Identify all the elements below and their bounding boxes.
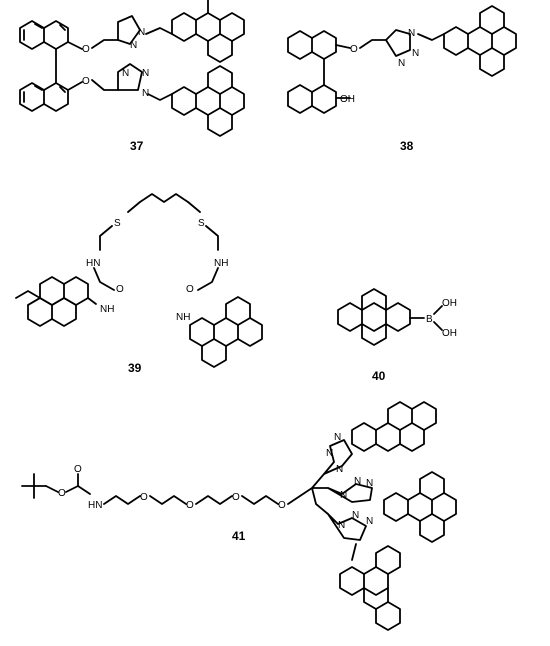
naphthalene-37a (19, 20, 69, 50)
atom-O-37b: O (82, 76, 90, 87)
compound-label-38: 38 (400, 139, 414, 153)
svg-text:N: N (138, 27, 145, 38)
atom-HN-41: HN (88, 500, 102, 511)
svg-text:N: N (334, 432, 341, 443)
pyrene-39b (189, 296, 263, 368)
naphthalene-38a (287, 30, 337, 60)
pyrene-37a (171, 0, 245, 63)
svg-text:N: N (352, 510, 359, 521)
atom-O-41c: O (140, 492, 148, 503)
compound-40: B OH OH 40 (337, 288, 457, 383)
compound-38: O OH N N N 38 (287, 5, 517, 153)
naphthalene-37b (19, 82, 69, 112)
atom-O-41e: O (232, 492, 240, 503)
svg-text:N: N (326, 448, 333, 459)
atom-O-37a: O (82, 44, 90, 55)
atom-OH-38: OH (340, 94, 355, 105)
atom-S-39b: S (198, 218, 205, 229)
atom-O-38: O (350, 44, 358, 55)
compound-label-39: 39 (128, 361, 142, 375)
pyrene-37b (171, 65, 245, 137)
atom-S-39a: S (114, 218, 121, 229)
svg-text:N: N (340, 490, 347, 501)
svg-text:N: N (142, 88, 149, 99)
triazole-41c: N N N (327, 510, 373, 541)
atom-O-41f: O (278, 500, 286, 511)
compound-label-40: 40 (372, 369, 386, 383)
atom-O-39a: O (116, 284, 124, 295)
atom-O-41b: O (74, 464, 82, 475)
compound-label-37: 37 (130, 139, 144, 153)
triazole-37b: N N N (117, 63, 149, 99)
atom-OH-40b: OH (442, 328, 457, 339)
compound-41: O O HN O O O O N N N N N N (21, 401, 457, 631)
pyrene-38 (443, 5, 517, 77)
svg-text:N: N (336, 464, 343, 475)
triazole-37a: N N (117, 15, 145, 51)
compound-label-41: 41 (232, 529, 246, 543)
atom-NH-39a: NH (100, 304, 114, 315)
svg-text:N: N (338, 520, 345, 531)
svg-text:N: N (412, 48, 419, 59)
atom-B-40: B (426, 314, 433, 325)
svg-text:N: N (408, 28, 415, 39)
pyrene-41a (351, 401, 437, 452)
pyrene-41c (339, 545, 401, 631)
svg-text:N: N (354, 476, 361, 487)
svg-text:N: N (398, 58, 405, 69)
svg-text:N: N (366, 516, 373, 527)
pyrene-39a (15, 276, 97, 327)
svg-text:N: N (142, 68, 149, 79)
atom-O-39b: O (186, 284, 194, 295)
triazole-38: N N N (385, 28, 419, 69)
naphthalene-38b (287, 84, 337, 114)
compound-39: S S HN NH O O NH NH 39 (15, 193, 263, 375)
svg-text:N: N (366, 478, 373, 489)
pyrene-41b (383, 471, 457, 543)
atom-HN-39a: HN (86, 258, 100, 269)
atom-NH-39b: NH (214, 258, 228, 269)
compound-37: O O N N N N N 37 (19, 0, 245, 153)
atom-O-41a: O (58, 488, 66, 499)
pyrene-40 (337, 288, 411, 346)
atom-OH-40a: OH (442, 298, 457, 309)
atom-O-41d: O (186, 500, 194, 511)
svg-text:N: N (122, 68, 129, 79)
svg-text:N: N (130, 40, 137, 51)
triazole-41b: N N N (327, 476, 373, 503)
atom-NH-39c: NH (176, 312, 190, 323)
triazole-41a: N N N (323, 432, 353, 475)
